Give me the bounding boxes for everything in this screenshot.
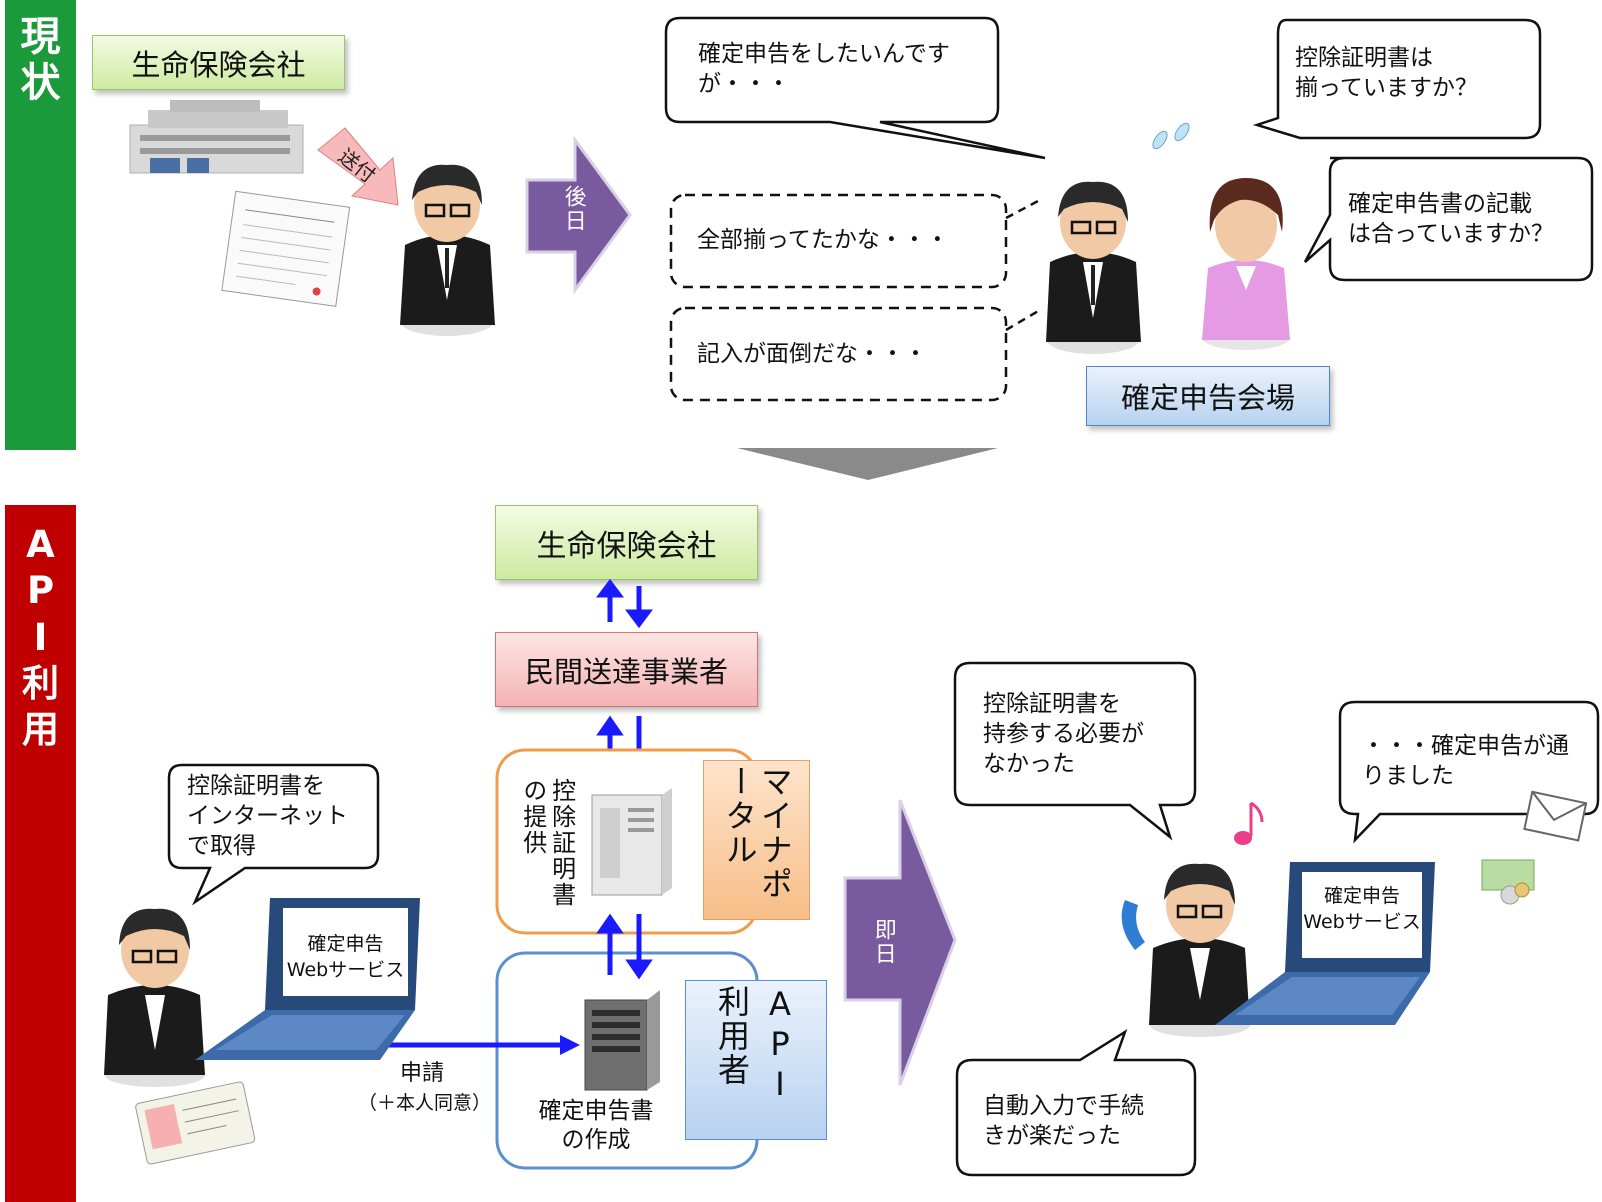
current-char-1: 現 bbox=[20, 14, 61, 60]
staff-woman-icon bbox=[1202, 178, 1290, 350]
mynaportal-label: マイナポータル bbox=[720, 765, 794, 901]
server-dark-icon bbox=[584, 990, 660, 1091]
result-1-text: 控除証明書を 持参する必要が なかった bbox=[983, 691, 1144, 777]
speech-bubble-user bbox=[167, 763, 380, 906]
speech-bubble-staff-2 bbox=[1303, 156, 1594, 282]
user-speech-text: 控除証明書を インターネット で取得 bbox=[187, 773, 348, 859]
bottom-insurer-label: 生命保険会社 bbox=[536, 528, 717, 564]
request-arrow bbox=[385, 1035, 580, 1055]
immediate-arrow bbox=[843, 799, 957, 1086]
result-3-text: 自動入力で手続 きが楽だった bbox=[983, 1093, 1144, 1149]
thought-1-text: 全部揃ってたかな・・・ bbox=[697, 227, 949, 253]
venue-box: 確定申告会場 bbox=[1086, 366, 1330, 426]
speech-bubble-staff-1 bbox=[1252, 18, 1542, 140]
down-chevron-icon bbox=[737, 448, 998, 480]
laptop-icon bbox=[195, 898, 420, 1060]
phone-icon bbox=[1121, 900, 1145, 950]
mynaportal-tag: マイナポータル bbox=[703, 760, 810, 920]
laptop-screen-text: 確定申告 Webサービス bbox=[286, 933, 405, 981]
staff-q1-text: 控除証明書は 揃っていますか？ bbox=[1295, 45, 1478, 101]
api-char-5: 用 bbox=[22, 708, 59, 751]
portal-api-arrows bbox=[596, 913, 653, 980]
venue-label: 確定申告会場 bbox=[1120, 381, 1295, 415]
result-2-text: ・・・確定申告が通 りました bbox=[1362, 733, 1569, 789]
send-arrow bbox=[317, 127, 399, 206]
later-label: 後日 bbox=[560, 185, 586, 233]
person-at-venue-icon bbox=[1046, 181, 1141, 354]
api-char-3: I bbox=[33, 615, 48, 659]
relay-label: 民間送達事業者 bbox=[524, 654, 728, 689]
later-arrow bbox=[525, 135, 632, 295]
top-insurer-label: 生命保険会社 bbox=[131, 47, 306, 82]
current-section-label: 現 状 bbox=[5, 14, 76, 106]
speech-bubble-main bbox=[664, 16, 1046, 160]
person-laptop-icon bbox=[104, 908, 205, 1087]
person-icon bbox=[400, 164, 495, 336]
laptop-icon-2 bbox=[1215, 862, 1435, 1025]
money-icon bbox=[1481, 859, 1535, 905]
happy-person-icon bbox=[1149, 863, 1250, 1037]
mail-icon bbox=[1523, 790, 1588, 842]
request-label: 申請 bbox=[400, 1061, 445, 1086]
api-user-label: API利用者 bbox=[713, 985, 799, 1105]
consent-label: （＋本人同意） bbox=[358, 1092, 492, 1114]
server-icon bbox=[591, 788, 672, 896]
api-char-2: P bbox=[26, 569, 55, 613]
staff-q2-text: 確定申告書の記載 は合っていますか？ bbox=[1348, 191, 1554, 247]
speech-bubble-result-1 bbox=[953, 661, 1197, 841]
thought-bubble-2 bbox=[669, 306, 1041, 402]
thought-2-text: 記入が面倒だな・・・ bbox=[697, 341, 927, 367]
provide-label: 控除証明書の提供 bbox=[518, 778, 576, 908]
relay-box: 民間送達事業者 bbox=[495, 632, 758, 707]
building-icon bbox=[129, 100, 304, 174]
api-char-4: 利 bbox=[22, 661, 59, 705]
current-section-band bbox=[5, 0, 76, 450]
sweat-icon bbox=[1152, 122, 1190, 150]
api-section-band bbox=[5, 505, 76, 1202]
speech-main-text: 確定申告をしたいんです が・・・ bbox=[698, 41, 950, 97]
music-note-icon bbox=[1234, 801, 1264, 845]
id-card-icon bbox=[135, 1081, 256, 1165]
top-insurer-box: 生命保険会社 bbox=[92, 35, 345, 90]
bottom-insurer-box: 生命保険会社 bbox=[495, 505, 758, 580]
insurer-relay-arrows bbox=[596, 578, 653, 629]
thought-bubble-1 bbox=[669, 193, 1041, 289]
speech-bubble-result-3 bbox=[955, 1029, 1197, 1177]
api-user-tag: API利用者 bbox=[685, 980, 827, 1140]
create-label: 確定申告書 の作成 bbox=[538, 1098, 654, 1153]
api-char-1: A bbox=[26, 523, 55, 566]
laptop-screen-text-2: 確定申告 Webサービス bbox=[1303, 885, 1421, 933]
current-char-2: 状 bbox=[20, 60, 61, 106]
api-section-label: A P I 利 用 bbox=[5, 522, 76, 753]
deduction-certificate-icon bbox=[221, 190, 351, 307]
immediate-label: 即日 bbox=[870, 918, 896, 966]
